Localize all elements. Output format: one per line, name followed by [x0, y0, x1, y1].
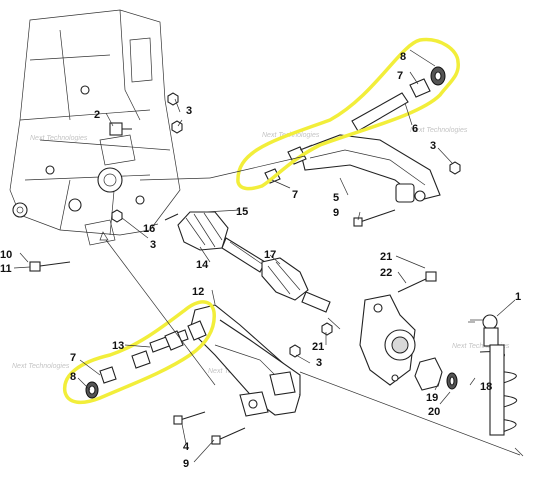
watermark-6: Next Technologies — [452, 343, 510, 350]
label-7-upper: 7 — [397, 70, 403, 82]
watermark-4: Next Technologies — [12, 363, 70, 370]
label-21-upper: 21 — [380, 251, 392, 263]
label-8: 8 — [400, 51, 406, 63]
label-5: 5 — [333, 192, 339, 204]
label-7-lower: 7 — [70, 352, 76, 364]
label-13: 13 — [112, 340, 124, 352]
label-15: 15 — [236, 206, 248, 218]
label-18: 18 — [480, 381, 492, 393]
knuckle-hub — [359, 294, 458, 391]
label-12: 12 — [192, 286, 204, 298]
watermarks: Next Technologies Next Technologies Next… — [12, 127, 510, 375]
label-21-lower: 21 — [312, 341, 324, 353]
leader-lines — [13, 49, 524, 463]
label-3-right: 3 — [430, 140, 436, 152]
lower-a-arm — [189, 304, 301, 417]
label-2: 2 — [94, 109, 100, 121]
upper-a-arm — [299, 134, 441, 203]
watermark-1: Next Technologies — [30, 135, 88, 142]
label-11: 11 — [0, 263, 12, 275]
label-9-lower: 9 — [183, 458, 189, 470]
label-3-top: 3 — [186, 105, 192, 117]
label-14: 14 — [196, 259, 209, 271]
label-20: 20 — [428, 406, 440, 418]
upper-highlight — [236, 37, 460, 191]
label-1: 1 — [515, 291, 521, 303]
shock-absorber — [468, 314, 517, 436]
label-17: 17 — [264, 249, 276, 261]
part-labels: 8 7 2 3 6 3 7 5 9 15 16 3 10 11 14 17 21… — [0, 51, 521, 470]
label-16: 16 — [143, 223, 155, 235]
label-7-mid: 7 — [292, 189, 298, 201]
label-4: 4 — [183, 441, 190, 453]
lower-highlight — [63, 300, 216, 405]
watermark-2: Next Technologies — [410, 127, 468, 134]
label-9-upper: 9 — [333, 207, 339, 219]
assembly-lines — [99, 155, 521, 456]
label-6: 6 — [412, 123, 418, 135]
label-22: 22 — [380, 267, 392, 279]
bolts — [29, 122, 437, 445]
label-10: 10 — [0, 249, 12, 261]
label-3-lower: 3 — [316, 357, 322, 369]
lower-pivot-parts — [85, 320, 207, 399]
frame-assembly — [9, 9, 181, 246]
label-3-left: 3 — [150, 239, 156, 251]
label-8-lower: 8 — [70, 371, 76, 383]
cv-axle — [177, 211, 331, 313]
nuts — [111, 92, 461, 358]
label-19: 19 — [426, 392, 438, 404]
